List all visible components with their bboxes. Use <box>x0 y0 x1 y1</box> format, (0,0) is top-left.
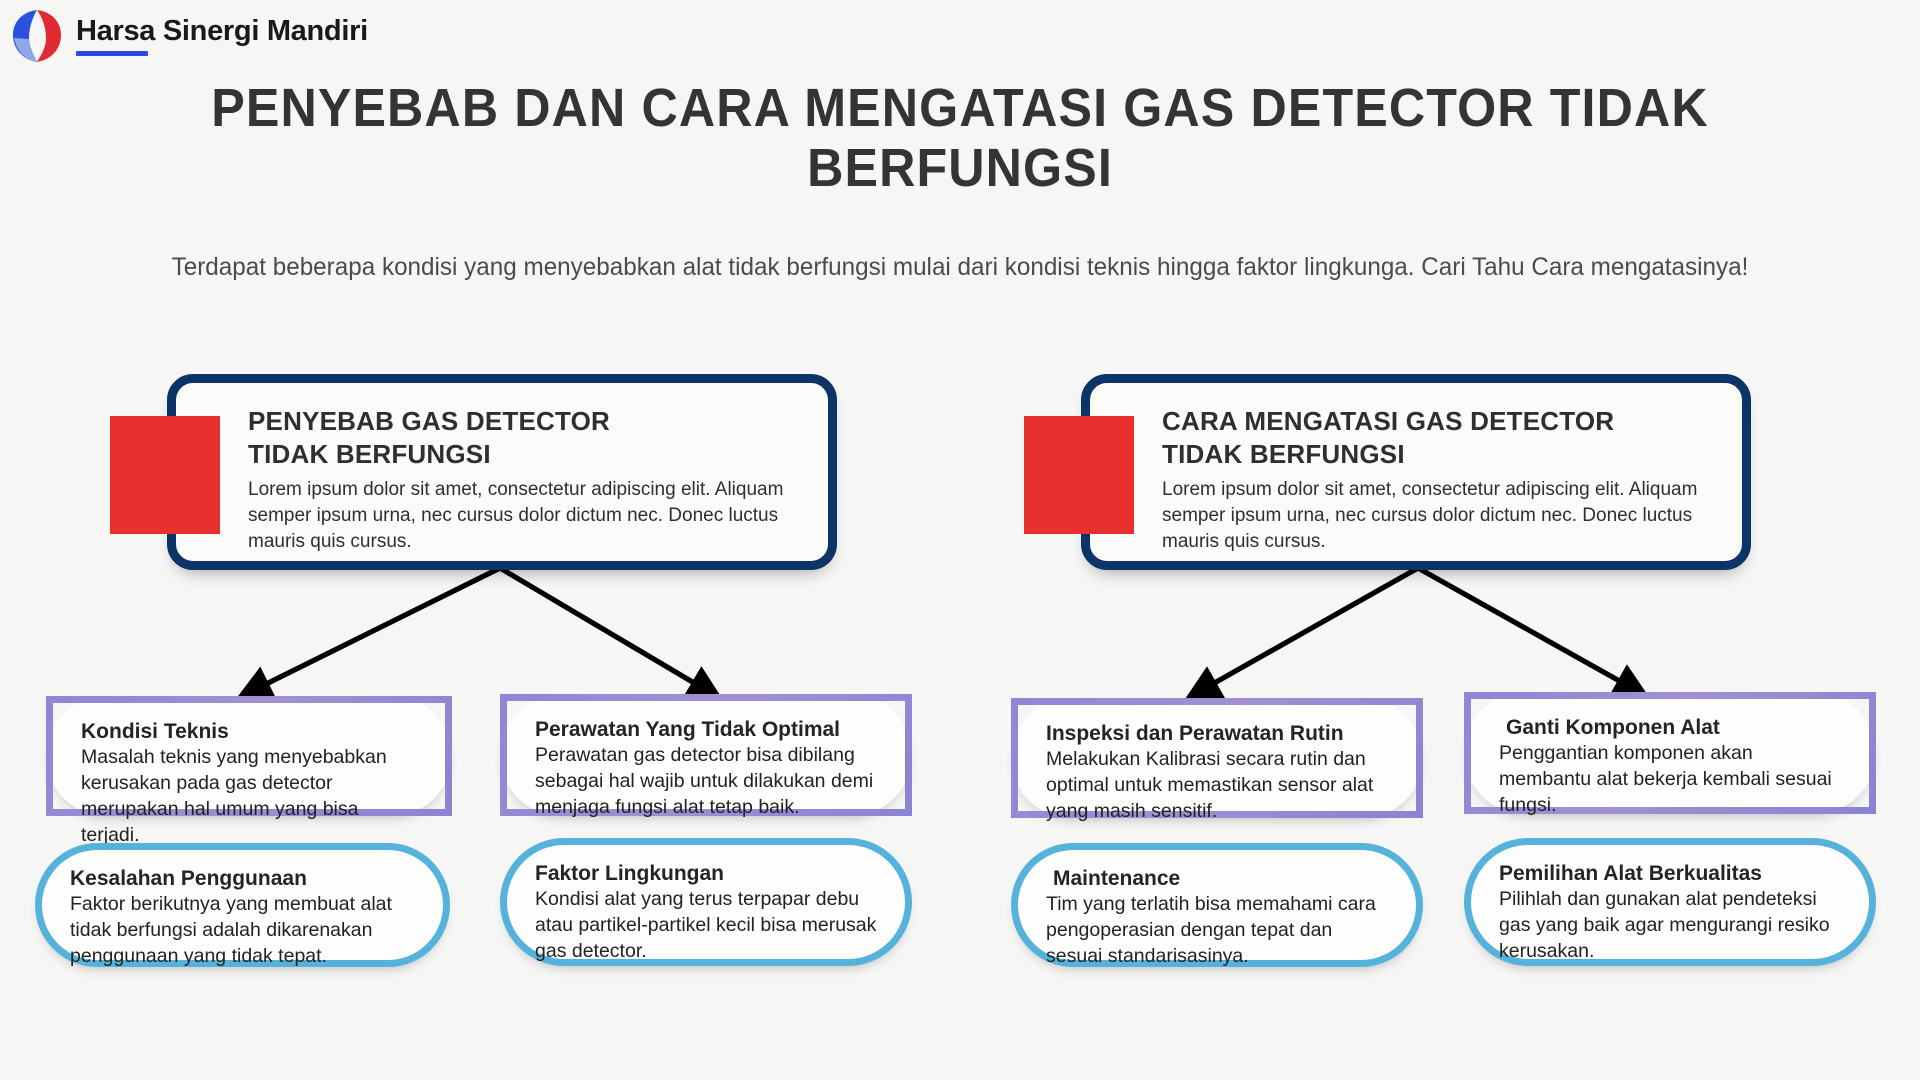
page-subtitle: Terdapat beberapa kondisi yang menyebabk… <box>171 253 1749 281</box>
leaf-card-pemilihan-alat-berkualitas-inner: Pemilihan Alat Berkualitas Pilihlah dan … <box>1471 845 1869 979</box>
leaf-card-pemilihan-alat-berkualitas-body: Pilihlah dan gunakan alat pendeteksi gas… <box>1499 888 1830 963</box>
connector-right-to-ganti-komponen <box>1416 565 1650 698</box>
leaf-card-ganti-komponen-alat-title: Ganti Komponen Alat <box>1506 716 1720 739</box>
leaf-card-inspeksi-perawatan-rutin[interactable]: Inspeksi dan Perawatan Rutin Melakukan K… <box>1011 698 1423 822</box>
header-card-cara-mengatasi-title: CARA MENGATASI GAS DETECTOR TIDAK BERFUN… <box>1162 406 1615 470</box>
leaf-card-ganti-komponen-alat-body: Penggantian komponen akan membantu alat … <box>1499 742 1832 817</box>
leaf-card-faktor-lingkungan-title: Faktor Lingkungan <box>535 862 724 885</box>
page-title: PENYEBAB DAN CARA MENGATASI GAS DETECTOR… <box>211 78 1709 199</box>
leaf-card-ganti-komponen-alat-inner: Ganti Komponen Alat Penggantian komponen… <box>1471 699 1869 833</box>
leaf-card-maintenance-title: Maintenance <box>1053 867 1181 890</box>
brand-underline-rule <box>76 50 148 56</box>
brand-text-wrap: Harsa Sinergi Mandiri <box>76 15 368 56</box>
header-card-penyebab-title: PENYEBAB GAS DETECTOR TIDAK BERFUNGSI <box>248 406 610 470</box>
connector-left-to-kondisi-teknis <box>235 565 502 700</box>
brand-name: Harsa Sinergi Mandiri <box>76 15 368 48</box>
leaf-card-inspeksi-perawatan-rutin-body: Melakukan Kalibrasi secara rutin dan opt… <box>1046 748 1374 823</box>
header-card-cara-mengatasi[interactable]: CARA MENGATASI GAS DETECTOR TIDAK BERFUN… <box>1081 374 1751 570</box>
leaf-card-inspeksi-perawatan-rutin-title: Inspeksi dan Perawatan Rutin <box>1046 722 1344 745</box>
connector-right-to-inspeksi <box>1184 565 1420 700</box>
leaf-card-perawatan-tidak-optimal-title: Perawatan Yang Tidak Optimal <box>535 718 841 741</box>
header-card-penyebab-body: Lorem ipsum dolor sit amet, consectetur … <box>248 479 784 552</box>
leaf-card-pemilihan-alat-berkualitas-title: Pemilihan Alat Berkualitas <box>1499 862 1762 885</box>
leaf-card-maintenance-inner: Maintenance Tim yang terlatih bisa memah… <box>1018 850 1416 984</box>
leaf-card-maintenance-body: Tim yang terlatih bisa memahami cara pen… <box>1046 893 1376 968</box>
brand-logo-block: Harsa Sinergi Mandiri <box>10 8 368 64</box>
leaf-card-inspeksi-perawatan-rutin-inner: Inspeksi dan Perawatan Rutin Melakukan K… <box>1018 705 1416 839</box>
accent-tab-left <box>110 416 220 534</box>
header-card-penyebab[interactable]: PENYEBAB GAS DETECTOR TIDAK BERFUNGSI Lo… <box>167 374 837 570</box>
leaf-card-ganti-komponen-alat[interactable]: Ganti Komponen Alat Penggantian komponen… <box>1464 692 1876 816</box>
leaf-card-kondisi-teknis-body: Masalah teknis yang menyebabkan kerusaka… <box>81 746 387 846</box>
leaf-card-kondisi-teknis-title: Kondisi Teknis <box>81 720 229 743</box>
leaf-card-faktor-lingkungan-inner: Faktor Lingkungan Kondisi alat yang teru… <box>507 845 905 979</box>
connector-left-to-perawatan <box>498 565 724 701</box>
leaf-card-perawatan-tidak-optimal[interactable]: Perawatan Yang Tidak Optimal Perawatan g… <box>500 694 912 818</box>
harsa-shield-logo-icon <box>13 10 61 62</box>
leaf-card-kesalahan-penggunaan-body: Faktor berikutnya yang membuat alat tida… <box>70 893 392 968</box>
leaf-card-maintenance[interactable]: Maintenance Tim yang terlatih bisa memah… <box>1011 843 1423 967</box>
leaf-card-faktor-lingkungan[interactable]: Faktor Lingkungan Kondisi alat yang teru… <box>500 838 912 966</box>
leaf-card-kesalahan-penggunaan[interactable]: Kesalahan Penggunaan Faktor berikutnya y… <box>35 843 450 967</box>
header-card-penyebab-inner: PENYEBAB GAS DETECTOR TIDAK BERFUNGSI Lo… <box>176 383 828 575</box>
leaf-card-kondisi-teknis[interactable]: Kondisi Teknis Masalah teknis yang menye… <box>46 696 452 846</box>
leaf-card-pemilihan-alat-berkualitas[interactable]: Pemilihan Alat Berkualitas Pilihlah dan … <box>1464 838 1876 966</box>
leaf-card-perawatan-tidak-optimal-inner: Perawatan Yang Tidak Optimal Perawatan g… <box>507 701 905 835</box>
leaf-card-kesalahan-penggunaan-title: Kesalahan Penggunaan <box>70 867 307 890</box>
header-card-cara-mengatasi-inner: CARA MENGATASI GAS DETECTOR TIDAK BERFUN… <box>1090 383 1742 575</box>
leaf-card-kesalahan-penggunaan-inner: Kesalahan Penggunaan Faktor berikutnya y… <box>42 850 443 984</box>
accent-tab-right <box>1024 416 1134 534</box>
leaf-card-kondisi-teknis-inner: Kondisi Teknis Masalah teknis yang menye… <box>53 703 445 863</box>
leaf-card-faktor-lingkungan-body: Kondisi alat yang terus terpapar debu at… <box>535 888 877 963</box>
header-card-cara-mengatasi-body: Lorem ipsum dolor sit amet, consectetur … <box>1162 479 1698 552</box>
leaf-card-perawatan-tidak-optimal-body: Perawatan gas detector bisa dibilang seb… <box>535 744 874 819</box>
